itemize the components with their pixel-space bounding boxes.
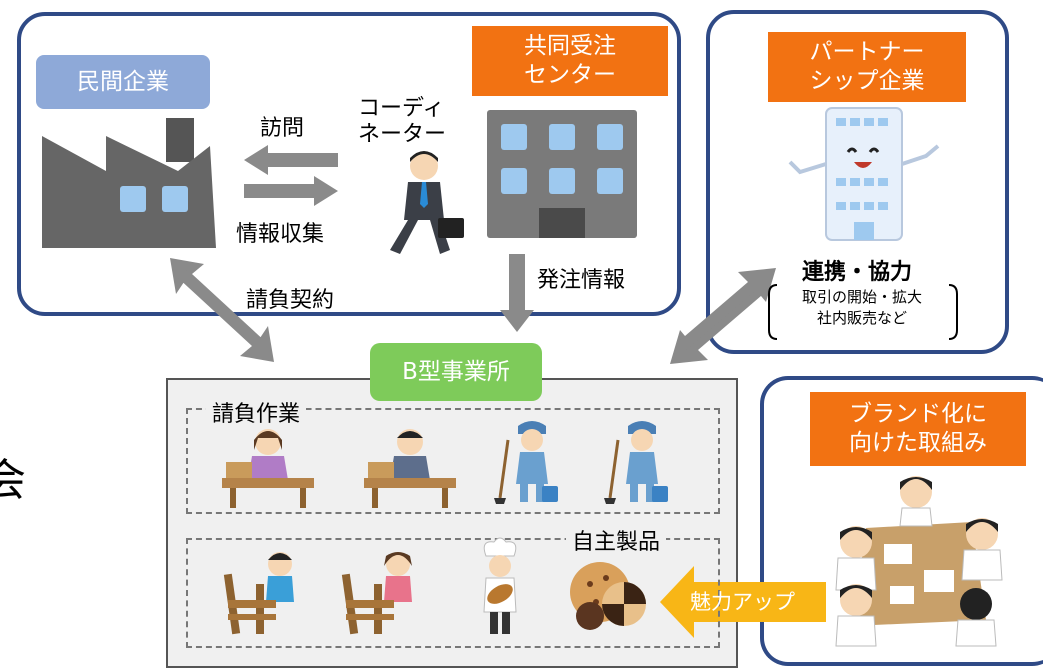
facility-tag: B型事業所 [370,343,542,401]
cleaning-staff-icon [494,421,558,504]
office-building-icon [487,110,637,238]
partnership-tag-line2: シップ企業 [809,68,925,94]
order-info-label: 発注情報 [537,268,626,293]
info-gathering-arrow-icon [244,176,338,206]
facility-tag-label: B型事業所 [402,358,510,385]
partnership-tag-line1: パートナー [809,39,925,66]
coordinator-label-line2: ネーター [358,122,447,148]
private-company-tag-label: 民間企業 [77,68,169,95]
cooperation-detail-line1: 取引の開始・拡大 [801,288,922,306]
cookies-icon [570,562,646,630]
cooperation-detail-line2: 社内販売など [816,309,907,327]
order-info-arrow-icon [500,254,534,332]
appeal-label: 魅力アップ [690,590,795,614]
contract-arrow-icon [170,258,274,362]
visit-arrow-icon [244,145,338,175]
private-company-tag: 民間企業 [36,55,210,109]
contract-work-label: 請負作業 [206,396,307,428]
coordinator-label: コーディ ネーター [358,96,446,149]
edge-character: 会 [0,455,26,506]
branding-tag: ブランド化に 向けた取組み [810,392,1026,466]
partner-building-mascot-icon [788,107,940,241]
cooperation-arrow-icon [670,268,776,364]
cooperation-title: 連携・協力 [802,260,913,285]
worker-at-desk-icon [222,429,314,508]
right-bracket-icon [948,284,958,340]
coordinator-label-line1: コーディ [358,96,445,121]
branding-tag-line1: ブランド化に [849,401,987,428]
appeal-arrow-icon [660,566,826,638]
worker-at-desk-icon [364,429,456,508]
joint-center-tag: 共同受注 センター [472,26,668,96]
own-products-area [186,538,720,648]
coordinator-businessman-icon [390,151,464,254]
cleaning-staff-icon [604,421,668,504]
info-gathering-label: 情報収集 [236,222,325,247]
partnership-tag: パートナー シップ企業 [768,32,966,102]
factory-icon [42,118,216,248]
joint-center-tag-line2: センター [524,62,616,88]
visit-label: 訪問 [260,116,305,141]
branding-tag-line2: 向けた取組み [849,430,987,456]
meeting-people-icon [835,476,1003,647]
joint-center-tag-line1: 共同受注 [524,33,616,60]
own-products-label: 自主製品 [566,524,667,556]
contract-label: 請負契約 [246,288,335,313]
woodworking-person-icon [223,552,294,635]
left-bracket-icon [768,284,778,340]
baker-icon [483,537,517,634]
woodworking-person-icon [341,552,412,635]
contract-work-area [186,408,720,514]
cooperation-detail: 取引の開始・拡大 社内販売など [764,282,960,340]
